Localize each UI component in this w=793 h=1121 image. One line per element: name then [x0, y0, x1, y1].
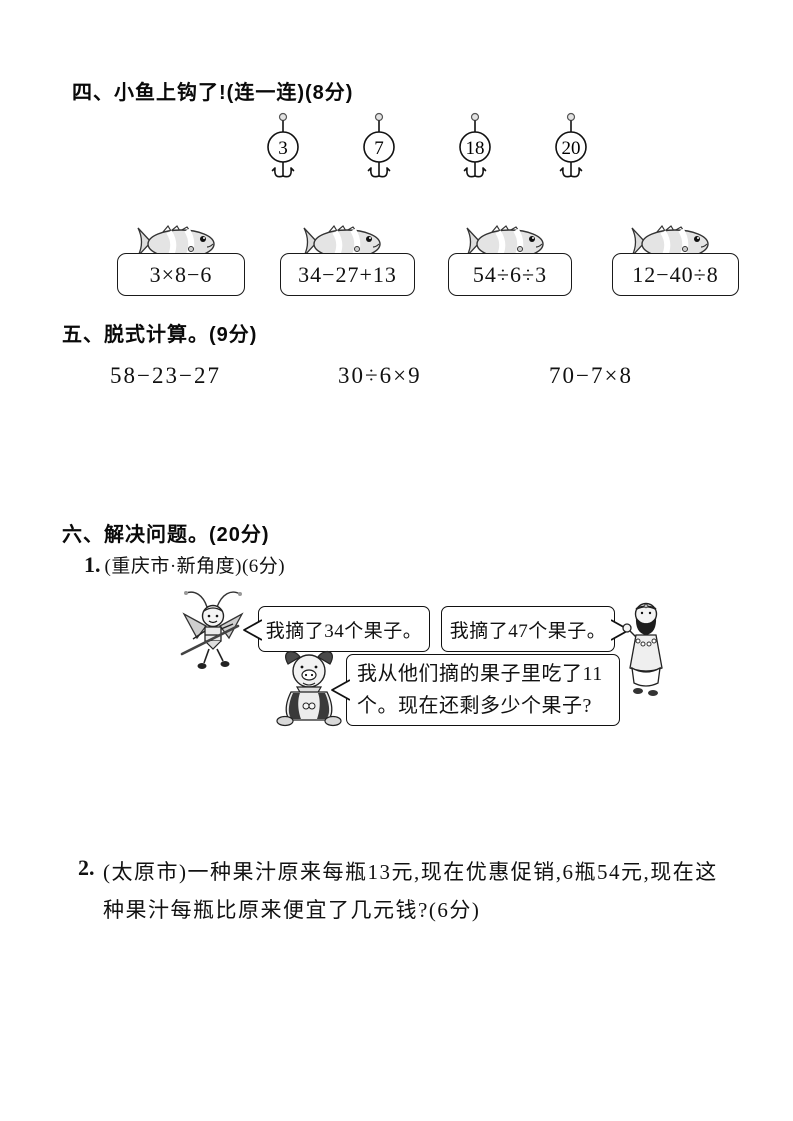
fish-expression-box: 3×8−6 [117, 253, 245, 296]
problem2-line2: 种果汁每瓶比原来便宜了几元钱?(6分) [103, 898, 481, 922]
pig-illustration [276, 650, 342, 727]
problem1-number: 1. [84, 552, 101, 577]
bubble-text: 我摘了47个果子。 [449, 620, 607, 642]
bearded-monk-illustration [622, 602, 663, 696]
section6-title: 六、解决问题。(20分) [62, 524, 270, 546]
speech-bubble-monkey: 我摘了34个果子。 [243, 606, 430, 652]
bubble-text: 我摘了34个果子。 [265, 620, 423, 642]
hook-number: 3 [278, 138, 288, 159]
speech-bubble-monk: 我摘了47个果子。 [441, 606, 630, 652]
calc-expression: 58−23−27 [110, 363, 221, 388]
fish-expression-box: 54÷6÷3 [448, 253, 572, 296]
fish-hook-icon: 3 [267, 112, 299, 178]
hook-number: 18 [466, 138, 485, 159]
speech-bubble-pig: 我从他们摘的果子里吃了11个。现在还剩多少个果子? [331, 654, 620, 726]
problem2-number: 2. [78, 855, 95, 880]
monkey-king-illustration [180, 591, 244, 669]
problem1-source: (重庆市·新角度)(6分) [104, 556, 286, 577]
fish-hook-icon: 20 [555, 112, 587, 178]
bubble-tail-left [331, 679, 350, 701]
fish-expression-box: 34−27+13 [280, 253, 415, 296]
fish-hook-icon: 7 [363, 112, 395, 178]
hook-number: 7 [374, 138, 384, 159]
section5-title: 五、脱式计算。(9分) [62, 324, 258, 346]
section4-title: 四、小鱼上钩了!(连一连)(8分) [72, 82, 354, 104]
bubble-tail-left [243, 619, 262, 641]
calc-expression: 30÷6×9 [338, 363, 422, 388]
problem1-header: 1. (重庆市·新角度)(6分) [84, 551, 285, 578]
fish-hook-icon: 18 [459, 112, 491, 178]
bubble-text: 我从他们摘的果子里吃了11个。现在还剩多少个果子? [357, 663, 603, 717]
problem2-line1: (太原市)一种果汁原来每瓶13元,现在优惠促销,6瓶54元,现在这 [103, 860, 718, 884]
hook-number: 20 [562, 138, 581, 159]
calc-expression: 70−7×8 [549, 363, 633, 388]
fish-expression-box: 12−40÷8 [612, 253, 739, 296]
